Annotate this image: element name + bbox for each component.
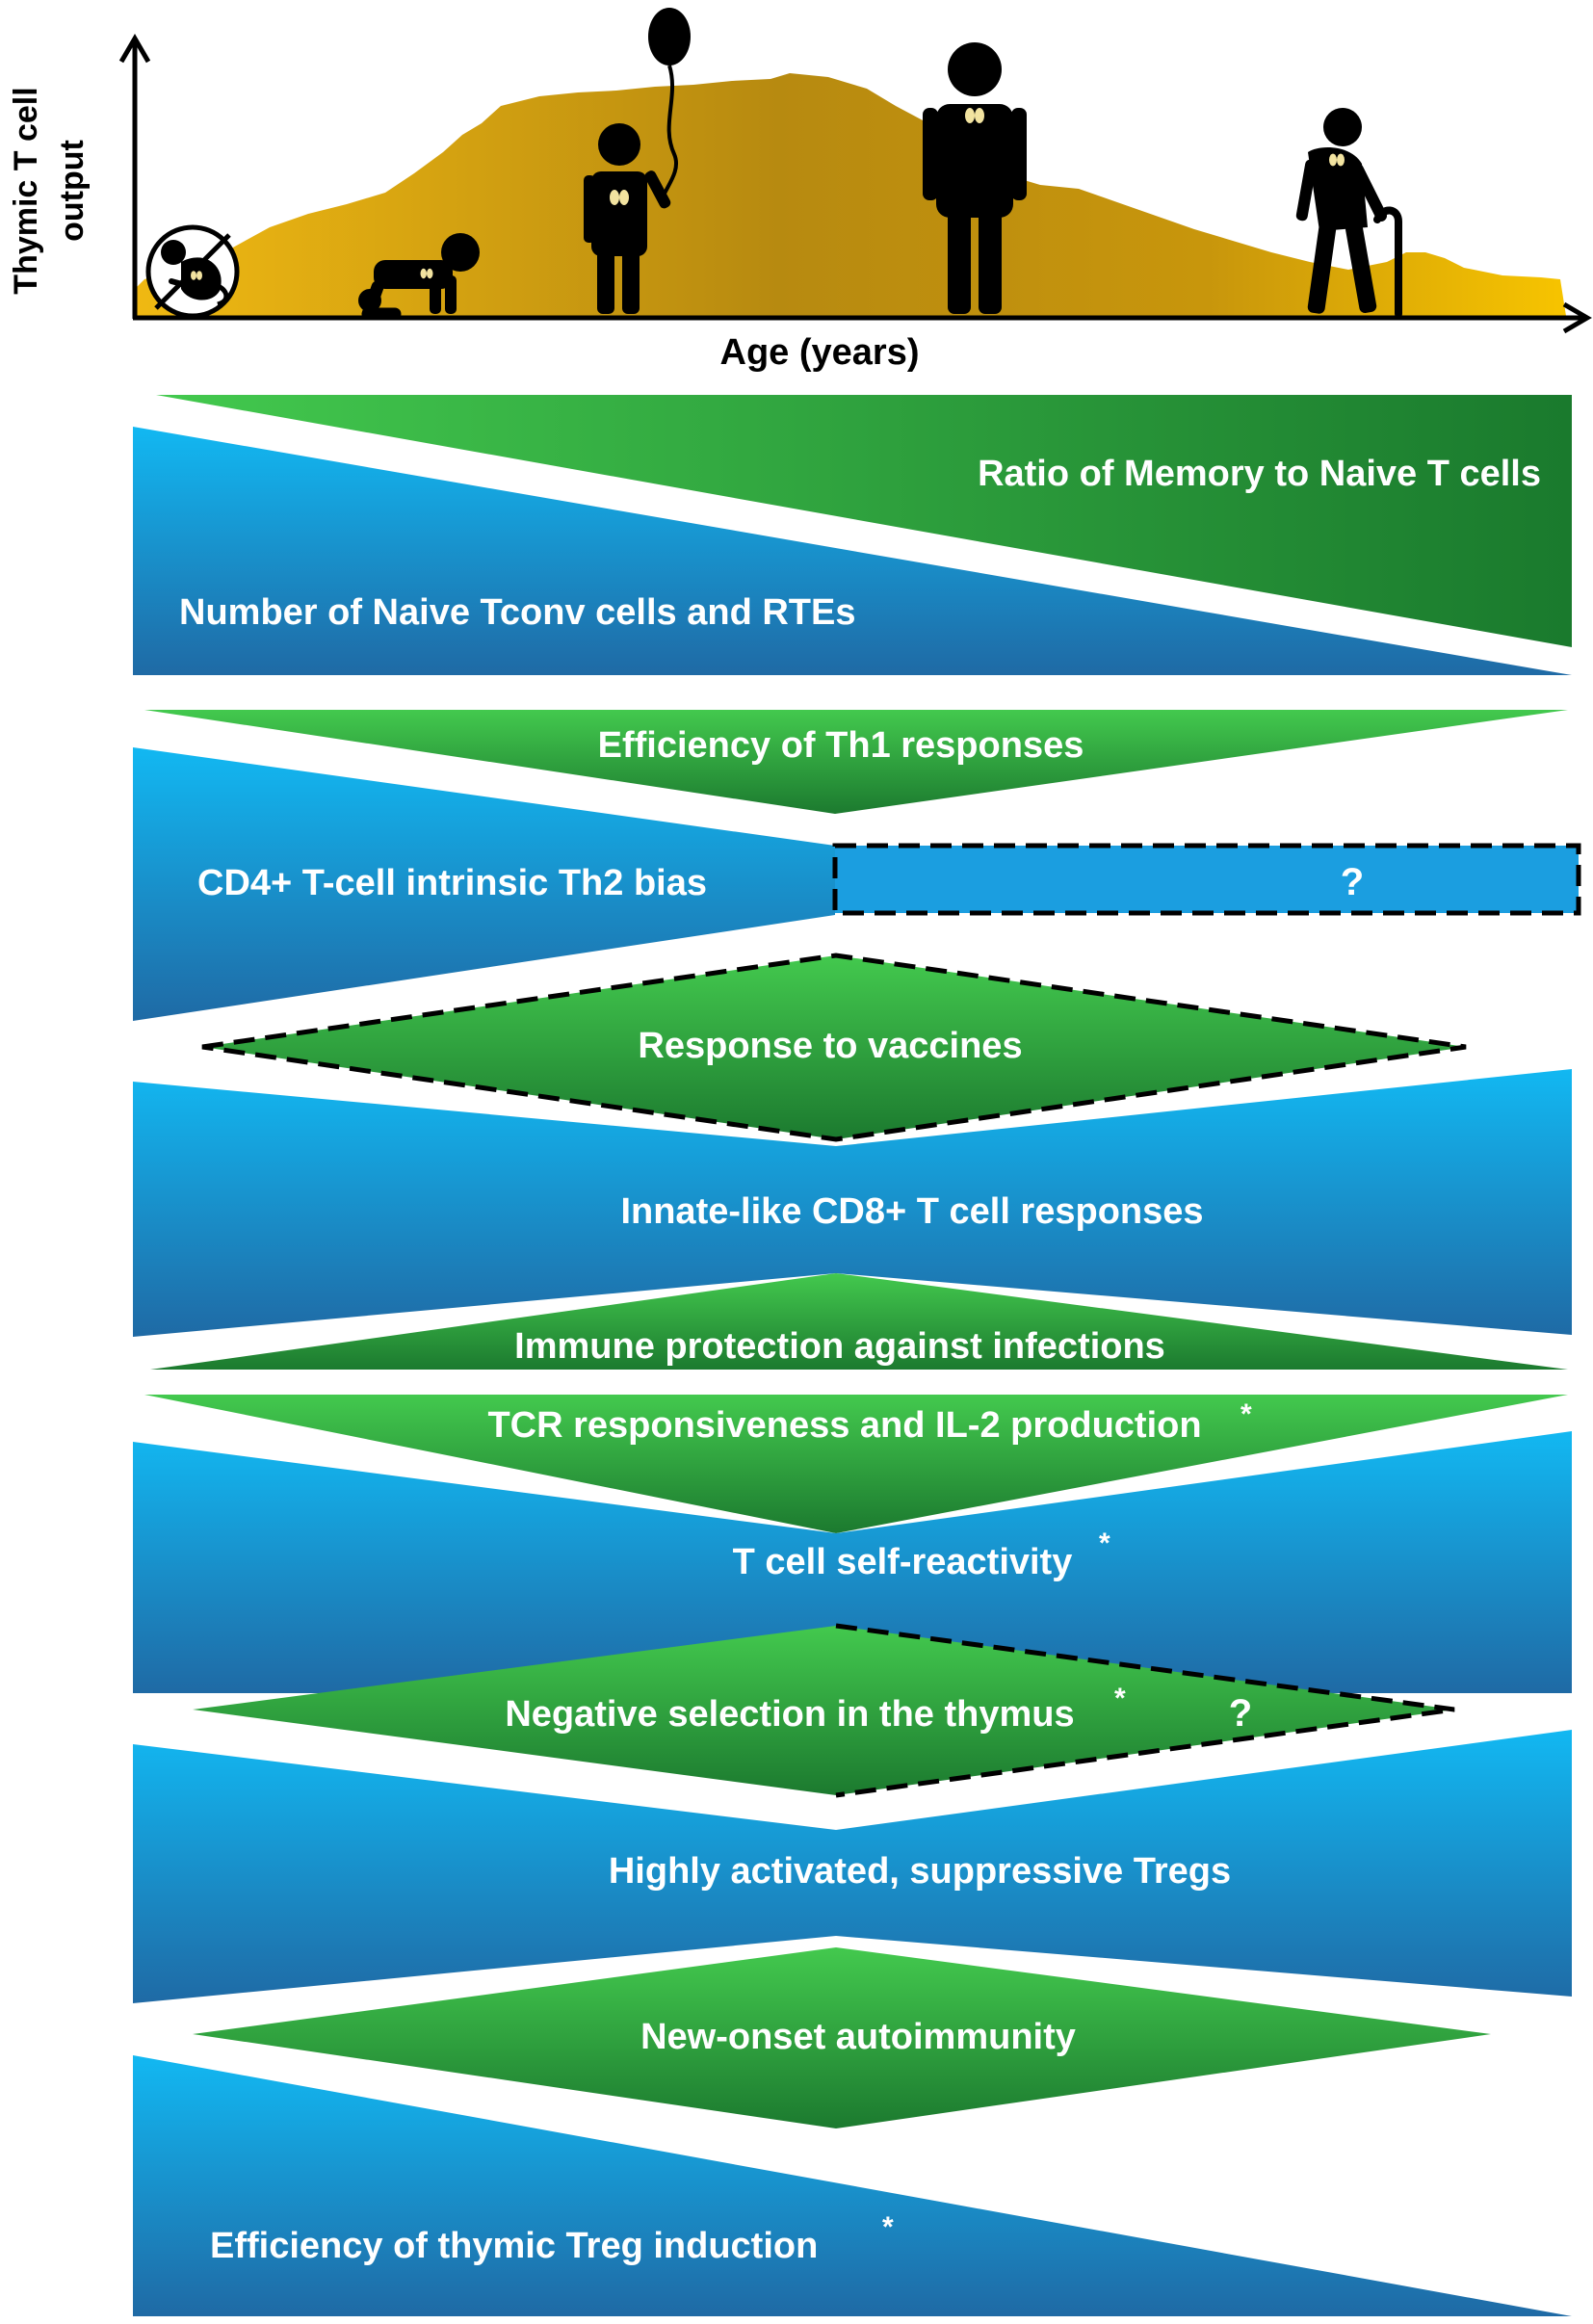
band5-green-label: Negative selection in the thymus [505, 1694, 1074, 1735]
child-with-balloon-icon [584, 8, 691, 314]
band5-green-asterisk: * [1114, 1683, 1126, 1714]
band4-blue-asterisk: * [1099, 1528, 1110, 1559]
band2-uncertain-extension [832, 843, 1581, 916]
fetus-icon [145, 224, 240, 319]
band3-green-diamond [201, 953, 1467, 1142]
band6-green-diamond [193, 1947, 1491, 2128]
x-axis-label: Age (years) [720, 332, 920, 373]
band3-blue-label: Innate-like CD8+ T cell responses [620, 1191, 1203, 1232]
adult-icon [923, 42, 1027, 314]
band2-blue-label: CD4+ T-cell intrinsic Th2 bias [197, 863, 707, 903]
y-axis-label-line1: Thymic T cell [8, 87, 44, 294]
band3-blue-hourglass [133, 1069, 1572, 1337]
band1-blue-label: Number of Naive Tconv cells and RTEs [179, 592, 855, 633]
crawling-baby-icon [358, 233, 480, 321]
band3-green-label: Response to vaccines [638, 1026, 1022, 1066]
band2-green-wedge [144, 710, 1568, 814]
band-negative-selection: Negative selection in the thymus * ? Hig… [133, 1623, 1572, 2003]
band4-blue-wedge [133, 1431, 1572, 1693]
thymic-output-area [133, 73, 1566, 316]
band6-blue-label: Efficiency of thymic Treg induction [210, 2226, 818, 2266]
band5-blue-label: Highly activated, suppressive Tregs [609, 1851, 1231, 1892]
band-tcr-selfreactivity: TCR responsiveness and IL-2 production *… [133, 1395, 1572, 1693]
band5-question-mark: ? [1229, 1692, 1252, 1735]
band6-green-label: New-onset autoimmunity [640, 2017, 1076, 2057]
band3-green2-label: Immune protection against infections [514, 1326, 1165, 1367]
band5-blue-wedge [133, 1730, 1572, 2003]
y-axis-arrow [118, 34, 151, 64]
band-memory-naive: Ratio of Memory to Naive T cells Number … [133, 395, 1572, 675]
band-vaccines-innate: Response to vaccines Innate-like CD8+ T … [133, 953, 1572, 1370]
band4-green-label: TCR responsiveness and IL-2 production [487, 1405, 1201, 1446]
band3-green-wedge [150, 1273, 1568, 1370]
y-axis-label-line2: output [54, 140, 91, 242]
band6-blue-asterisk: * [882, 2211, 894, 2243]
band4-green-wedge [144, 1395, 1568, 1533]
band1-blue-wedge [133, 427, 1572, 675]
band4-blue-label: T cell self-reactivity [733, 1542, 1073, 1582]
band2-blue-wedge [133, 747, 835, 1021]
band2-green-label: Efficiency of Th1 responses [598, 725, 1084, 766]
band-th1-th2: Efficiency of Th1 responses CD4+ T-cell … [133, 710, 1581, 1021]
band2-question-mark: ? [1341, 861, 1364, 903]
elderly-with-cane-icon [1295, 108, 1402, 318]
band1-green-label: Ratio of Memory to Naive T cells [978, 454, 1541, 494]
band6-blue-wedge [133, 2055, 1572, 2316]
band1-green-wedge [156, 395, 1572, 647]
x-axis-arrow [1562, 301, 1592, 334]
thymic-output-chart: Thymic T cell output Age (years) [8, 8, 1592, 373]
band5-uncertain-outline [835, 1623, 1455, 1798]
band-autoimmunity-treg: New-onset autoimmunity Efficiency of thy… [133, 1947, 1572, 2316]
band4-green-asterisk: * [1240, 1398, 1252, 1430]
